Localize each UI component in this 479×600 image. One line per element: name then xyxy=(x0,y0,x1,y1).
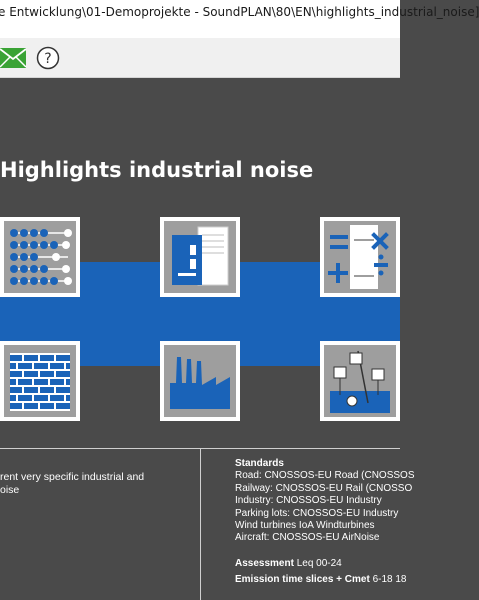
window-title: e Entwicklung\01-Demoprojekte - SoundPLA… xyxy=(0,5,479,19)
standards-heading: Standards xyxy=(235,458,284,469)
window-titlebar: e Entwicklung\01-Demoprojekte - SoundPLA… xyxy=(0,0,479,38)
standards-row: Wind turbines IoA Windturbines xyxy=(235,520,375,532)
brick-wall-icon xyxy=(10,353,70,411)
tile-factory[interactable] xyxy=(160,341,240,421)
emission-label: Emission time slices + Cmet xyxy=(235,574,370,585)
assessment-value: Leq 00-24 xyxy=(296,558,342,569)
standards-row: Industry: CNOSSOS-EU Industry xyxy=(235,495,382,507)
section-divider xyxy=(0,448,400,449)
page-title: Highlights industrial noise xyxy=(0,158,314,182)
description: rent very specific industrial and oise xyxy=(0,471,195,497)
tile-document[interactable] xyxy=(160,217,240,297)
standards-panel: Standards Road: CNOSSOS-EU Road (CNOSSOS… xyxy=(235,458,415,545)
emission-time-slices: Emission time slices + Cmet 6-18 18 xyxy=(235,574,406,585)
mail-icon[interactable] xyxy=(0,48,27,68)
map-icon xyxy=(330,350,390,413)
tile-sliders[interactable] xyxy=(0,217,80,297)
emission-value: 6-18 18 xyxy=(372,574,407,585)
toolbar: ? xyxy=(0,38,400,78)
sliders-icon xyxy=(10,229,72,285)
tile-brick-wall[interactable] xyxy=(0,341,80,421)
description-line: oise xyxy=(0,484,20,496)
description-line: rent very specific industrial and xyxy=(0,471,145,483)
svg-text:?: ? xyxy=(44,51,51,67)
tile-calculator[interactable] xyxy=(320,217,400,297)
standards-row: Railway: CNOSSOS-EU Rail (CNOSSO xyxy=(235,482,413,494)
help-icon[interactable]: ? xyxy=(36,46,60,70)
calculator-icon xyxy=(328,225,389,289)
assessment: Assessment Leq 00-24 xyxy=(235,558,342,569)
assessment-label: Assessment xyxy=(235,558,294,569)
standards-row: Parking lots: CNOSSOS-EU Industry xyxy=(235,507,399,519)
document-icon xyxy=(172,226,229,286)
column-divider xyxy=(200,449,201,600)
standards-row: Road: CNOSSOS-EU Road (CNOSSOS xyxy=(235,470,415,482)
standards-row: Aircraft: CNOSSOS-EU AirNoise xyxy=(235,532,380,544)
factory-icon xyxy=(170,357,230,409)
tile-map[interactable] xyxy=(320,341,400,421)
